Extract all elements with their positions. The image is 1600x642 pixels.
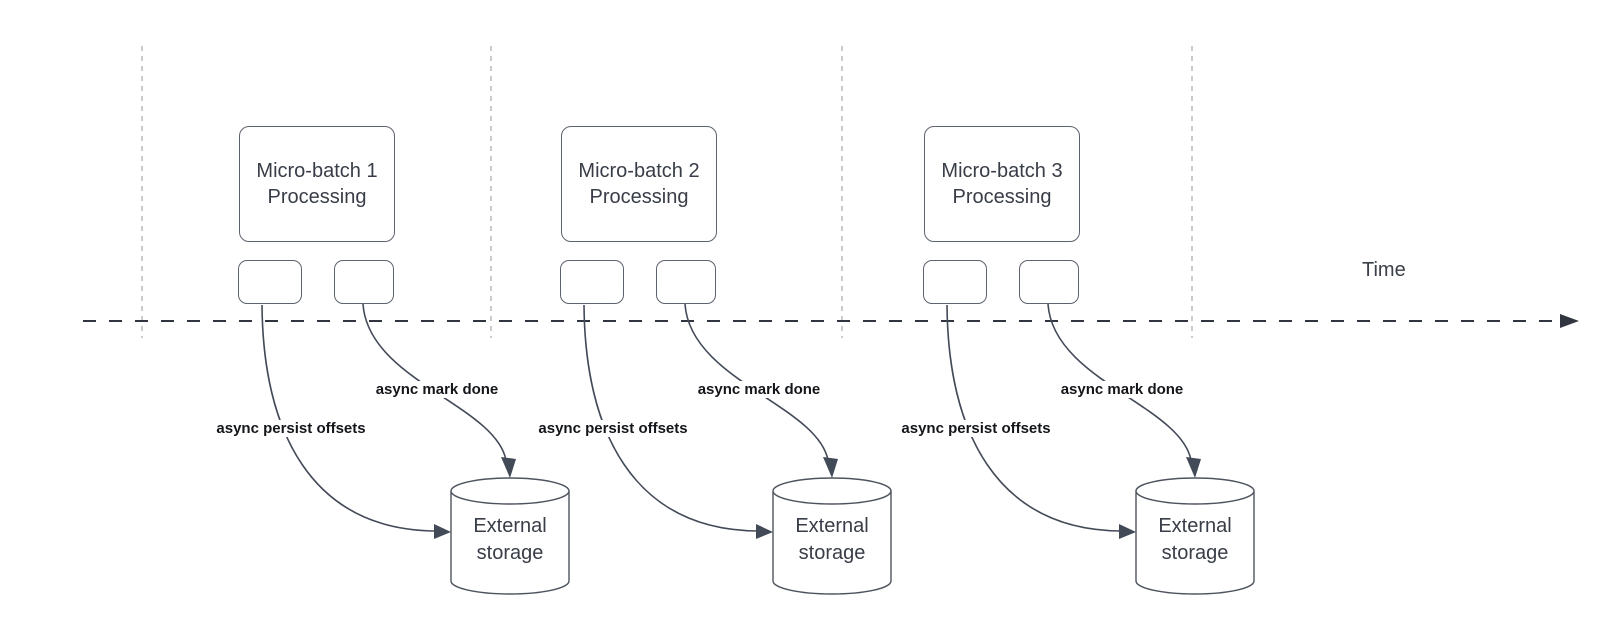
storage-cylinder [772, 477, 892, 595]
mark-done-label: async mark done [372, 381, 502, 398]
persist-offsets-arrow [583, 304, 759, 532]
external-storage-label: External storage [1158, 515, 1232, 564]
external-storage-label: External storage [795, 515, 869, 564]
mark-done-label: async mark done [1057, 381, 1187, 398]
persist-offsets-label: async persist offsets [213, 420, 369, 437]
mark-done-arrowhead-icon [501, 457, 516, 478]
mark-done-arrowhead-icon [1186, 457, 1201, 478]
micro-batch-3-processing-box: Micro-batch 3 Processing [924, 126, 1080, 242]
persist-offsets-arrowhead-icon [1119, 524, 1136, 539]
persist-offsets-task-box [238, 260, 302, 304]
micro-batch-1-processing-box: Micro-batch 1 Processing [239, 126, 395, 242]
persist-offsets-label: async persist offsets [898, 420, 1054, 437]
timeline-arrowhead-icon [1560, 314, 1579, 328]
mark-done-label: async mark done [694, 381, 824, 398]
persist-offsets-task-box [923, 260, 987, 304]
persist-offsets-arrow [261, 304, 437, 532]
external-storage-label: External storage [473, 515, 547, 564]
batch-boundary-guides [141, 46, 1193, 338]
column-2-graphics [583, 303, 892, 595]
persist-offsets-arrow [946, 304, 1122, 532]
persist-offsets-arrowhead-icon [756, 524, 773, 539]
timeline-axis [83, 314, 1579, 328]
persist-offsets-arrowhead-icon [434, 524, 451, 539]
mark-done-task-box [1019, 260, 1079, 304]
micro-batch-2-processing-box: Micro-batch 2 Processing [561, 126, 717, 242]
mark-done-task-box [334, 260, 394, 304]
storage-cylinder [1135, 477, 1255, 595]
mark-done-task-box [656, 260, 716, 304]
mark-done-arrowhead-icon [823, 457, 838, 478]
column-3-graphics [946, 303, 1255, 595]
storage-cylinder [450, 477, 570, 595]
column-1-graphics [261, 303, 570, 595]
time-axis-label: Time [1362, 259, 1406, 281]
persist-offsets-task-box [560, 260, 624, 304]
persist-offsets-label: async persist offsets [535, 420, 691, 437]
